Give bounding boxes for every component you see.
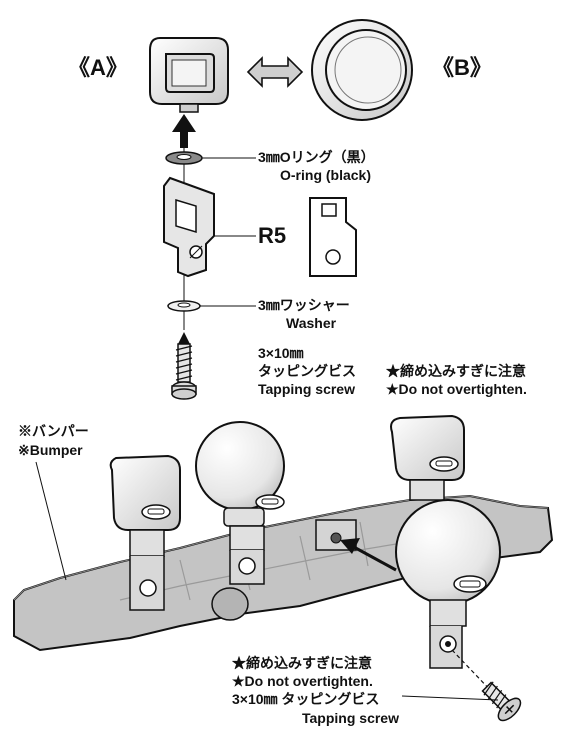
detached-mirror-b <box>395 499 501 669</box>
label-washer-en: Washer <box>286 315 337 331</box>
label-bumper-en: ※Bumper <box>18 442 83 458</box>
swap-arrow-icon <box>246 56 304 88</box>
label-r5: R5 <box>258 223 287 248</box>
bottom-tapping-screw <box>481 681 522 722</box>
label-washer-jp: 3㎜ワッシャー <box>258 297 350 313</box>
washer-part <box>167 300 256 312</box>
label-screw-jp: タッピングビス <box>258 363 356 379</box>
mounted-mirror-b-middle <box>195 421 285 585</box>
oring-part <box>165 151 256 165</box>
label-bumper-jp: ※バンパー <box>18 423 89 439</box>
label-part-a: 《A》 <box>68 55 128 80</box>
label-screw-size: 3×10㎜ <box>258 345 304 361</box>
label-warning-en-bottom: ★Do not overtighten. <box>232 673 373 689</box>
r5-bracket <box>163 176 256 278</box>
screw-leader-line <box>401 695 499 701</box>
label-part-b: 《B》 <box>432 55 492 80</box>
tapping-screw <box>171 332 197 400</box>
up-arrow-icon <box>172 114 196 148</box>
label-screw-bottom-en: Tapping screw <box>302 710 399 726</box>
label-oring-en: O-ring (black) <box>280 167 372 183</box>
label-screw-en: Tapping screw <box>258 381 355 397</box>
label-screw-bottom-jp: 3×10㎜ タッピングビス <box>232 691 380 707</box>
part-a-mirror <box>149 37 229 113</box>
r5-side-view <box>309 197 357 277</box>
bumper-leader-line <box>35 461 67 581</box>
label-oring-jp: 3㎜Oリング（黒） <box>258 149 375 165</box>
part-b-mirror <box>311 19 413 121</box>
label-warning-jp-top: ★締め込みすぎに注意 <box>386 363 526 379</box>
mounted-mirror-a-right <box>390 414 465 501</box>
label-warning-en-top: ★Do not overtighten. <box>386 381 527 397</box>
label-warning-jp-bottom: ★締め込みすぎに注意 <box>232 655 372 671</box>
mounted-mirror-a-left <box>109 454 181 611</box>
insert-arrow-icon <box>340 538 397 572</box>
